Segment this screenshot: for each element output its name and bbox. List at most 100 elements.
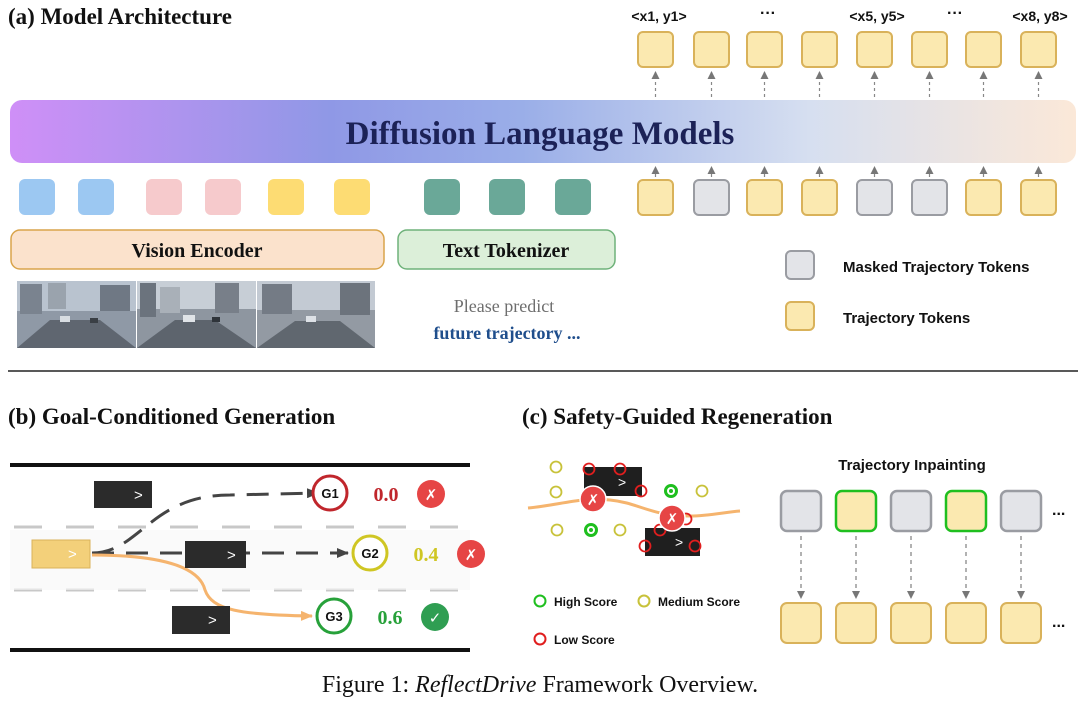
output-token-6 — [911, 31, 948, 68]
output-token-5 — [856, 31, 893, 68]
score-point-center — [589, 528, 593, 532]
output-arrows — [651, 71, 1043, 97]
vision-encoder-label: Vision Encoder — [132, 240, 263, 262]
regenerated-path — [527, 497, 741, 518]
goal-score: 0.4 — [414, 544, 439, 566]
vision-token-5 — [268, 179, 304, 215]
camera-image-center — [137, 281, 256, 348]
legend-high-score-marker — [533, 594, 547, 608]
section-title-goal-generation: (b) Goal-Conditioned Generation — [8, 404, 336, 429]
svg-text:>: > — [227, 547, 236, 564]
coord-ellipsis-1: ··· — [760, 5, 776, 22]
score-point-8 — [550, 523, 564, 537]
inpaint-masked-token-5 — [999, 489, 1043, 533]
legend-low-score-marker — [533, 632, 547, 646]
goal-score: 0.6 — [378, 607, 403, 629]
goal-circle — [315, 597, 353, 635]
vision-token-1 — [19, 179, 55, 215]
section-title-regeneration: (c) Safety-Guided Regeneration — [522, 404, 833, 429]
svg-text:>: > — [68, 546, 77, 563]
output-token-1 — [637, 31, 674, 68]
goal-label: G3 — [325, 609, 342, 624]
svg-text:✗: ✗ — [587, 491, 600, 509]
ego-vehicle: > — [31, 539, 91, 569]
caption-suffix: Framework Overview. — [536, 672, 759, 698]
score-point-7 — [695, 484, 709, 498]
score-point-6 — [664, 484, 678, 498]
masked-token-6 — [911, 179, 948, 216]
inpainting-input-tokens — [779, 489, 1043, 533]
collision-marker-1: ✗ — [579, 485, 607, 513]
goal-label: G2 — [361, 546, 378, 561]
svg-text:>: > — [208, 612, 217, 629]
inpainting-ellipsis-bottom: ... — [1052, 614, 1065, 631]
trajectory-token-8 — [1020, 179, 1057, 216]
vision-tokens — [19, 179, 370, 215]
trajectory-token-7 — [965, 179, 1002, 216]
goal-g3: G3 0.6 ✓ — [315, 597, 449, 635]
legend-trajectory-swatch — [785, 301, 815, 331]
vision-token-4 — [205, 179, 241, 215]
output-token-7 — [965, 31, 1002, 68]
score-point-3 — [613, 462, 627, 476]
camera-images — [17, 281, 375, 348]
output-token-8 — [1020, 31, 1057, 68]
output-token-4 — [801, 31, 838, 68]
text-tokenizer-box — [397, 229, 616, 270]
candidate-path-g1 — [91, 488, 319, 555]
goal-status: ✗ — [465, 546, 478, 564]
inpainting-ellipsis-top: ... — [1052, 502, 1065, 519]
inpainting-title: Trajectory Inpainting — [838, 457, 986, 474]
inpaint-output-token-2 — [835, 602, 877, 644]
selected-path-g3 — [91, 553, 313, 621]
inpaint-output-token-5 — [1000, 602, 1042, 644]
legend-trajectory-label: Trajectory Tokens — [843, 310, 970, 327]
diffusion-language-model-band — [10, 100, 1076, 163]
prompt-line-2: future trajectory ... — [433, 323, 580, 343]
goal-status: ✓ — [429, 609, 442, 627]
coord-label-8: <x8, y8> — [1012, 8, 1067, 24]
reject-icon — [457, 540, 485, 568]
output-coordinate-labels: <x1, y1> ··· <x5, y5> ··· <x8, y8> — [631, 5, 1067, 24]
inpainting-arrows — [797, 536, 1025, 599]
inpaint-guided-token-2 — [834, 489, 878, 533]
coord-ellipsis-2: ··· — [947, 5, 963, 22]
text-tokens — [424, 179, 591, 215]
goal-score: 0.0 — [374, 484, 399, 506]
inpaint-masked-token-3 — [889, 489, 933, 533]
text-tokenizer-label: Text Tokenizer — [443, 240, 570, 262]
inpaint-output-token-1 — [780, 602, 822, 644]
score-point-12 — [688, 539, 702, 553]
other-vehicle-2: > — [185, 541, 246, 568]
score-point-10 — [613, 523, 627, 537]
inpaint-output-token-4 — [945, 602, 987, 644]
output-token-2 — [693, 31, 730, 68]
text-token-1 — [424, 179, 460, 215]
svg-text:>: > — [618, 474, 626, 490]
inpaint-masked-token-1 — [779, 489, 823, 533]
goal-circle — [311, 474, 349, 512]
legend-high-score-label: High Score — [554, 595, 618, 609]
inpainting-output-tokens — [780, 602, 1042, 644]
legend-medium-score-marker — [637, 594, 651, 608]
camera-image-left — [17, 281, 136, 348]
trajectory-token-1 — [637, 179, 674, 216]
output-trajectory-tokens — [637, 31, 1057, 68]
camera-image-right — [257, 281, 375, 348]
regeneration-scene: > > ✗ ✗ High Score Medium Score Low Scor… — [527, 457, 1065, 647]
masked-token-5 — [856, 179, 893, 216]
score-point-5 — [634, 484, 648, 498]
figure-caption: Figure 1: ReflectDrive Framework Overvie… — [0, 672, 1080, 699]
score-point-4 — [549, 485, 563, 499]
goal-status: ✗ — [425, 486, 438, 504]
prompt-line-1: Please predict — [454, 296, 554, 316]
score-point-11 — [638, 539, 652, 553]
vision-token-3 — [146, 179, 182, 215]
score-point-center — [669, 489, 673, 493]
coord-label-1: <x1, y1> — [631, 8, 686, 24]
svg-text:>: > — [134, 487, 143, 504]
section-title-architecture: (a) Model Architecture — [8, 4, 232, 29]
